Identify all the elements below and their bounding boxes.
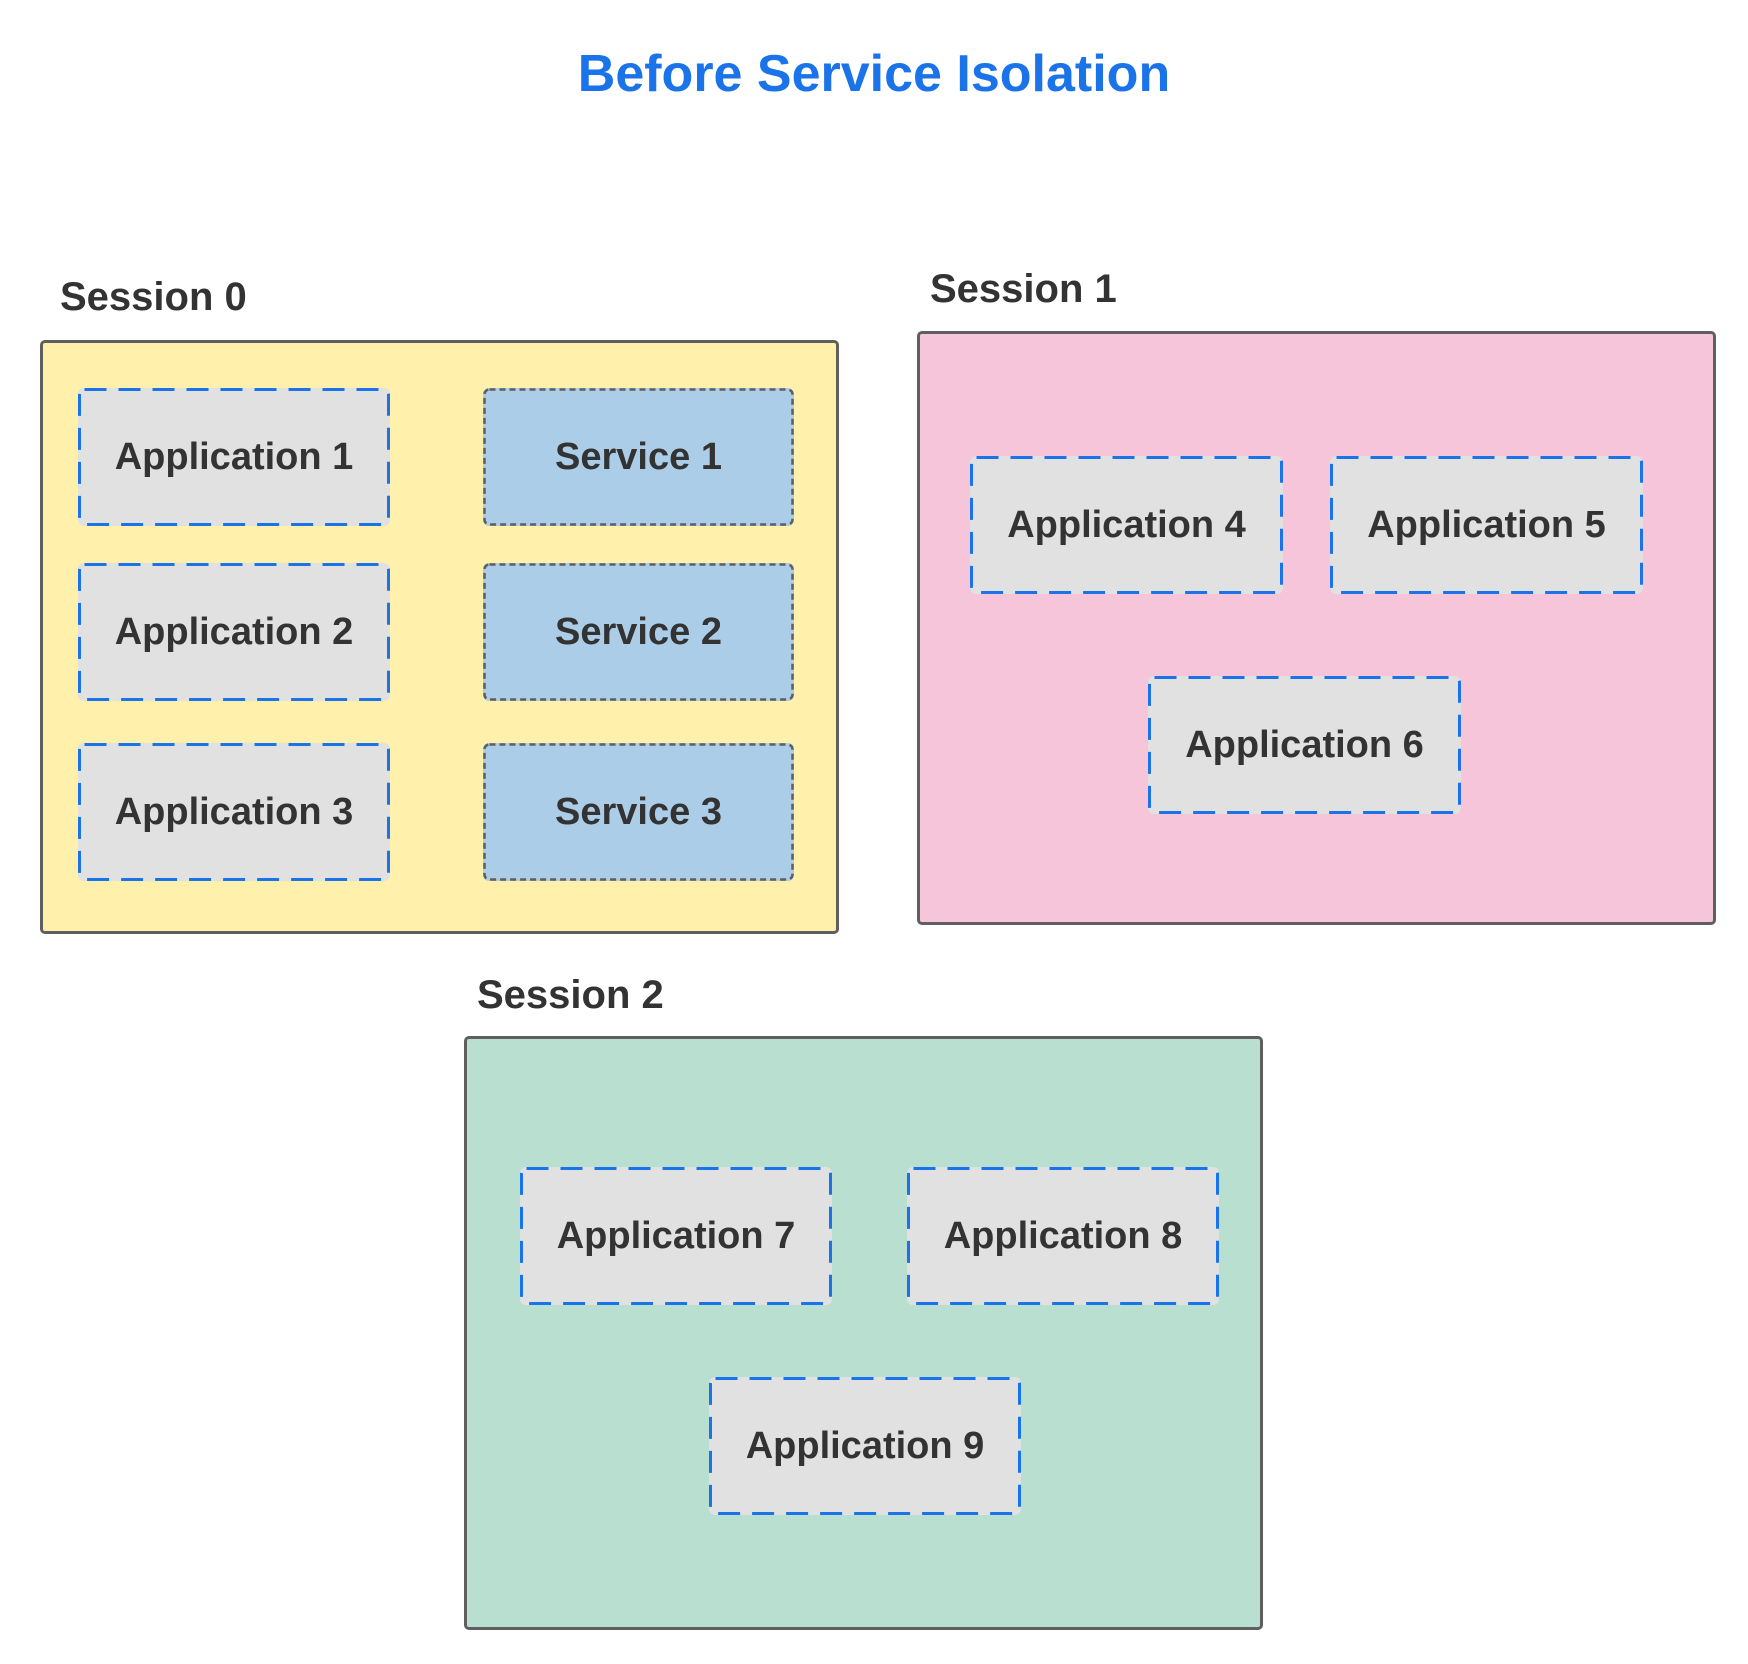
application-6-label: Application 6 [1185,723,1424,766]
application-1-label: Application 1 [114,435,354,478]
service-1-label: Service 1 [555,435,722,478]
application-7-label: Application 7 [556,1214,796,1257]
application-8-node: Application 8 [907,1167,1219,1305]
session-0-label: Session 0 [60,275,247,319]
application-9-label: Application 9 [745,1424,985,1467]
session-2-label: Session 2 [477,973,664,1017]
session-1-box: Application 4 Application 5 Application … [917,331,1716,925]
application-4-node: Application 4 [970,456,1283,594]
session-1-label: Session 1 [930,267,1117,311]
session-2-box: Application 7 Application 8 Application … [464,1036,1263,1630]
service-1-node: Service 1 [483,388,794,526]
application-9-node: Application 9 [709,1377,1021,1515]
application-2-node: Application 2 [78,563,390,701]
service-2-node: Service 2 [483,563,794,701]
application-dashed-border [520,1167,832,1305]
application-5-node: Application 5 [1330,456,1643,594]
session-0-box: Application 1 Application 2 Application … [40,340,839,934]
application-6-node: Application 6 [1148,676,1461,814]
application-5-label: Application 5 [1367,503,1606,546]
application-dashed-border [78,388,390,526]
application-2-label: Application 2 [114,610,354,653]
diagram-title: Before Service Isolation [577,45,1171,103]
application-dashed-border [78,743,390,881]
application-dashed-border [709,1377,1021,1515]
application-dashed-border [907,1167,1219,1305]
application-dashed-border [78,563,390,701]
application-4-label: Application 4 [1007,503,1246,546]
application-3-label: Application 3 [114,790,354,833]
service-3-label: Service 3 [555,790,722,833]
application-3-node: Application 3 [78,743,390,881]
application-dashed-border [1330,456,1643,594]
application-7-node: Application 7 [520,1167,832,1305]
application-8-label: Application 8 [943,1214,1183,1257]
application-dashed-border [970,456,1283,594]
service-3-node: Service 3 [483,743,794,881]
service-2-label: Service 2 [555,610,722,653]
application-1-node: Application 1 [78,388,390,526]
application-dashed-border [1148,676,1461,814]
